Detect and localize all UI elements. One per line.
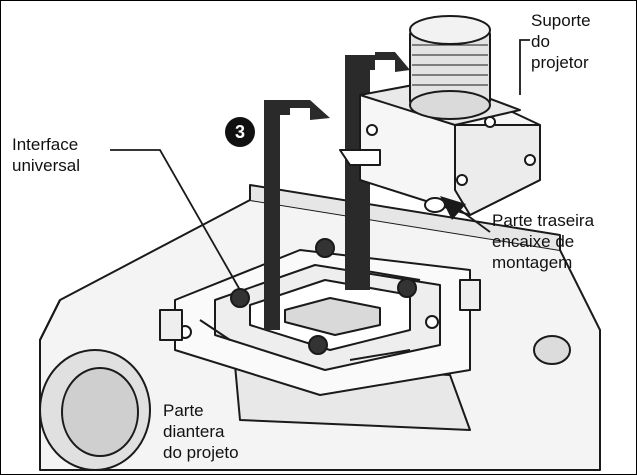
bolt-icon — [397, 278, 417, 298]
callout-interface — [110, 149, 241, 291]
bolt-icon — [308, 335, 328, 355]
callout-traseira — [459, 209, 491, 233]
bolt-icon — [315, 238, 335, 258]
callout-lines — [110, 39, 530, 291]
label-interface: Interface universal — [12, 135, 81, 175]
knob-icon — [533, 335, 571, 365]
label-dianteira: Parte diantera do projeto — [163, 401, 239, 462]
callout-arrowhead — [440, 196, 466, 220]
label-traseira: Parte traseira encaixe de montagem — [492, 211, 595, 272]
step-number: 3 — [235, 122, 245, 142]
callout-suporte — [519, 39, 530, 95]
step-badge: 3 — [225, 117, 255, 147]
bolt-icon — [230, 288, 250, 308]
label-suporte: Suporte do projetor — [531, 11, 591, 72]
projector-mount-bracket — [339, 15, 541, 216]
